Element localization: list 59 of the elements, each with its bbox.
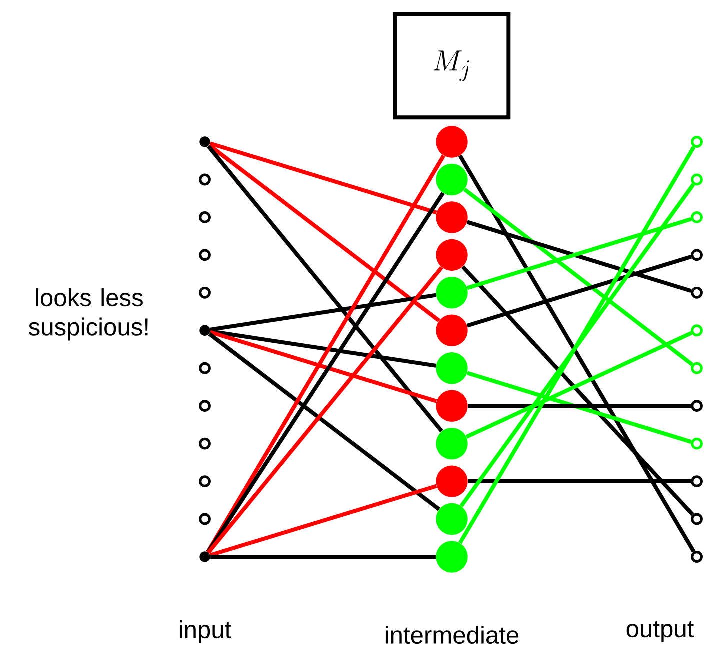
input-dot	[200, 136, 210, 148]
output-dot	[691, 362, 703, 374]
connector-line	[210, 142, 438, 215]
column-label: output	[626, 621, 694, 642]
column-label: intermediate	[386, 626, 519, 644]
output-dot	[691, 286, 703, 299]
input-dot	[199, 362, 211, 374]
connector-line	[206, 145, 444, 433]
connector-line	[464, 188, 694, 366]
intermediate-dot	[436, 277, 468, 309]
connector-line	[466, 255, 692, 328]
column-label: input	[180, 620, 232, 644]
input-dot	[199, 476, 211, 488]
connector-line	[206, 266, 444, 554]
output-dot	[691, 212, 703, 224]
output-dot	[691, 136, 703, 148]
output-dot	[691, 400, 703, 412]
connector-line	[461, 266, 694, 516]
intermediate-dot	[436, 503, 468, 536]
connector-line	[468, 480, 692, 484]
intermediate-dot	[436, 126, 468, 158]
output-dot	[691, 324, 703, 337]
connector-line	[208, 144, 440, 322]
output-dot	[691, 249, 703, 262]
input-dot	[199, 438, 211, 450]
input-dot	[200, 552, 210, 562]
intermediate-dot	[436, 390, 468, 422]
connector-line	[466, 331, 692, 439]
side-note: looks less suspicious!	[29, 288, 148, 341]
intermediate-dot	[436, 202, 468, 234]
output-dot	[691, 174, 703, 186]
connector-line	[468, 404, 692, 408]
input-dot	[199, 249, 211, 262]
connector-line	[210, 484, 438, 558]
intermediate-dot	[436, 466, 468, 498]
intermediate-dot	[436, 352, 468, 384]
input-dot	[199, 286, 211, 299]
connector-line	[210, 293, 436, 332]
connector-line	[210, 555, 436, 559]
intermediate-dot	[436, 239, 468, 271]
intermediate-dot	[436, 428, 468, 460]
connector-line	[208, 332, 440, 512]
output-dot	[691, 476, 703, 488]
output-dot	[691, 513, 703, 526]
connector-line	[210, 330, 438, 404]
intermediate-dot	[436, 314, 468, 346]
connector-line	[466, 371, 692, 444]
input-dot	[199, 513, 211, 526]
intermediate-dot	[436, 164, 468, 196]
input-dot	[199, 400, 211, 412]
input-dot	[199, 174, 211, 186]
connector-line	[210, 330, 436, 368]
input-dot	[199, 212, 211, 224]
output-dot	[691, 551, 703, 563]
input-dot	[200, 325, 210, 336]
connector-line	[460, 183, 696, 508]
output-dot	[691, 438, 703, 450]
intermediate-dot	[436, 541, 468, 573]
formula-box: $M_j$	[393, 12, 511, 120]
